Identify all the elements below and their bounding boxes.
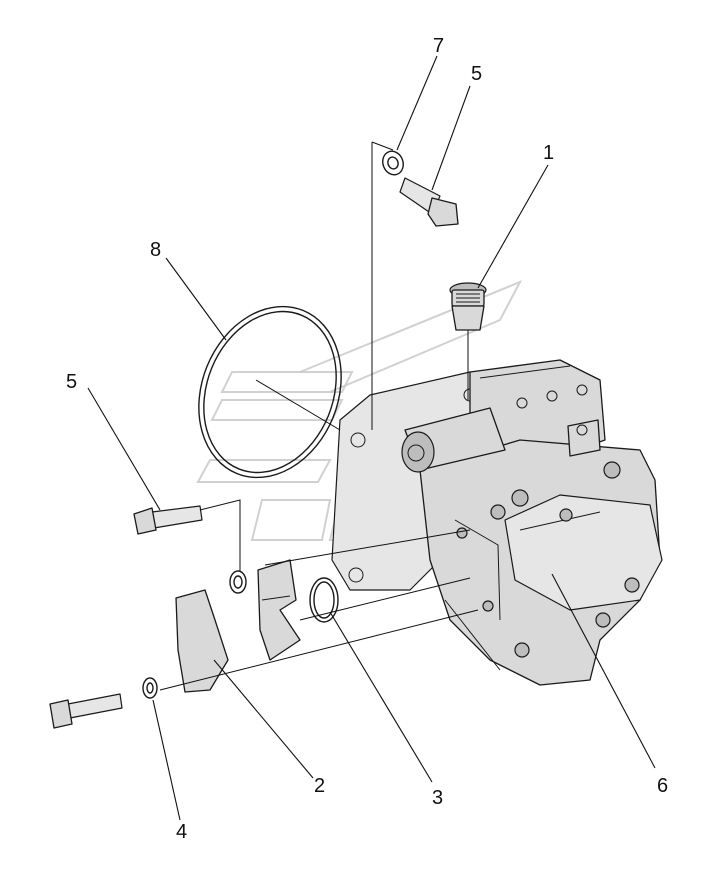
assembly-lines bbox=[159, 141, 479, 691]
part-6-pump-housing bbox=[331, 359, 663, 686]
part-7-washer bbox=[382, 150, 404, 176]
callout-3: 3 bbox=[432, 787, 443, 809]
part-2-split-flange bbox=[175, 559, 301, 693]
part-washer-flange bbox=[229, 570, 247, 594]
callout-5-top: 5 bbox=[471, 63, 482, 85]
leader-lines bbox=[87, 55, 656, 821]
part-5-bolt-top bbox=[399, 177, 459, 227]
callout-2: 2 bbox=[314, 775, 325, 797]
part-1-fitting bbox=[449, 282, 487, 331]
part-4-washer bbox=[142, 677, 158, 699]
part-bolt-bottom bbox=[49, 693, 123, 729]
callout-labels: 1 2 3 4 5 5 6 7 8 bbox=[66, 35, 668, 843]
callout-1: 1 bbox=[543, 142, 554, 164]
callout-6: 6 bbox=[657, 775, 668, 797]
callout-4: 4 bbox=[176, 821, 187, 843]
part-5-bolt-left bbox=[133, 505, 203, 535]
part-3-o-ring bbox=[309, 577, 339, 623]
callout-5-left: 5 bbox=[66, 371, 77, 393]
callout-8: 8 bbox=[150, 239, 161, 261]
part-8-o-ring bbox=[198, 305, 342, 479]
callout-7: 7 bbox=[433, 35, 444, 57]
